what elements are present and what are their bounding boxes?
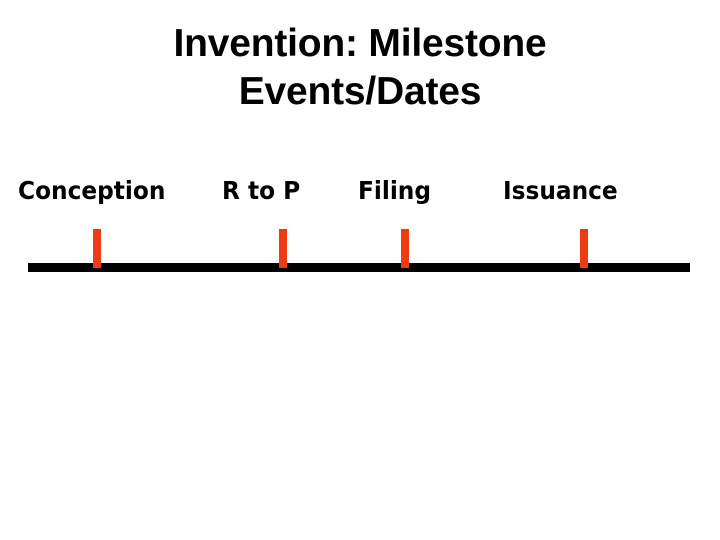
timeline-tick-marker <box>279 229 287 268</box>
timeline-tick-marker <box>580 229 588 268</box>
milestone-label: Issuance <box>503 176 618 205</box>
title-line-2: Events/Dates <box>238 70 482 113</box>
milestone-label: Conception <box>18 176 166 205</box>
timeline-tick-marker <box>401 229 409 268</box>
timeline-tick-marker <box>93 229 101 268</box>
title-line-1: Invention: Milestone <box>173 22 547 65</box>
milestone-labels: Conception R to P Filing Issuance <box>0 176 720 210</box>
page-title: Invention: Milestone Events/Dates <box>0 20 720 116</box>
timeline-axis-line <box>28 263 690 272</box>
milestone-label: R to P <box>222 176 301 205</box>
milestone-label: Filing <box>358 176 431 205</box>
